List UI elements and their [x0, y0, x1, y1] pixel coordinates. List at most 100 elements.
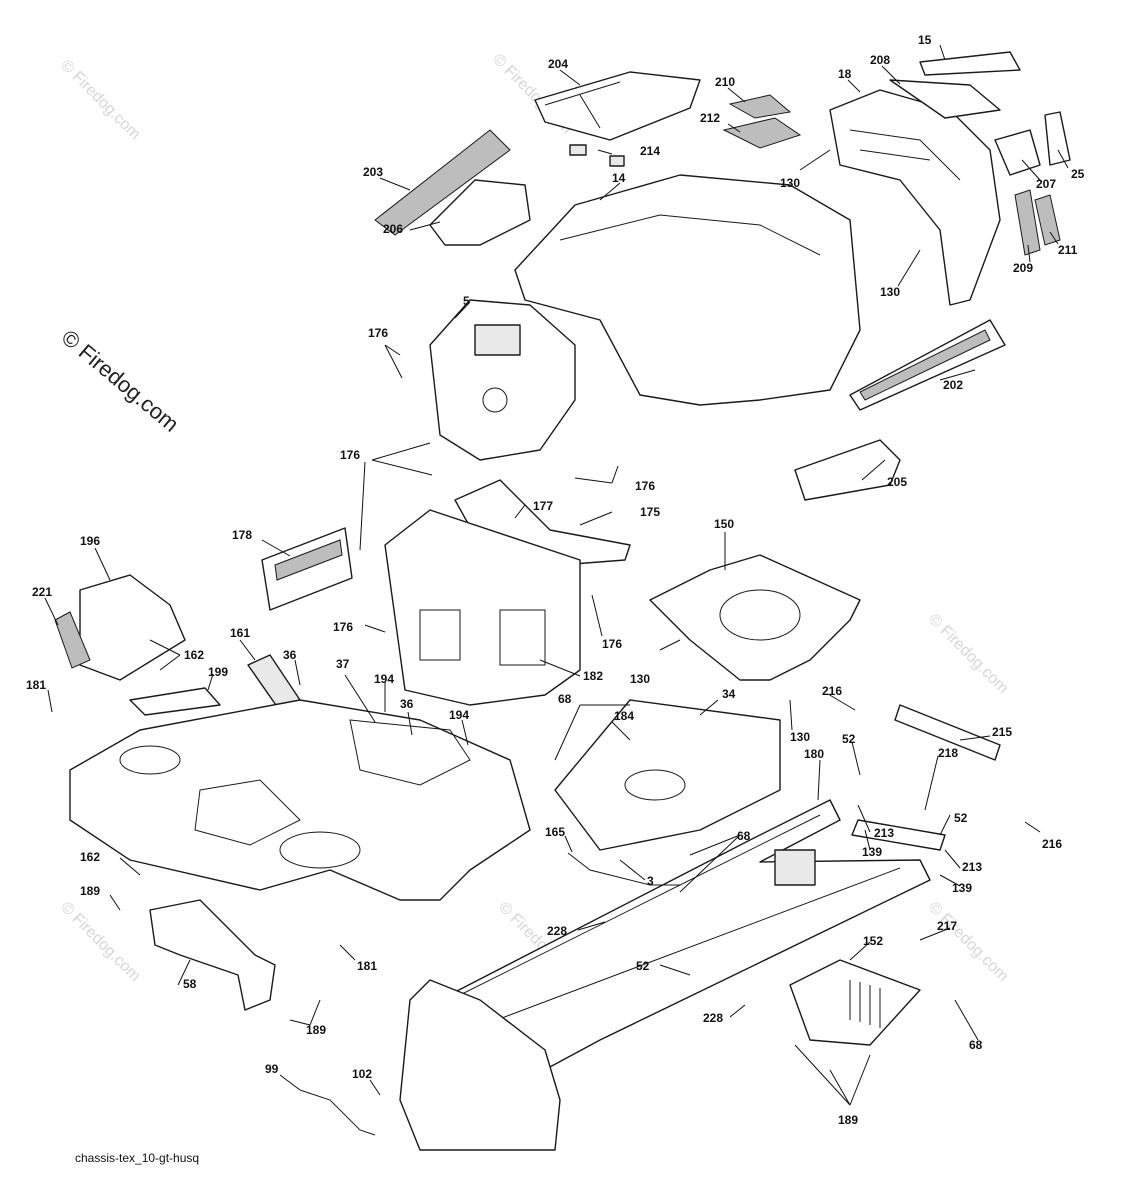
part-99-rod	[299, 1089, 376, 1136]
part-152-plate	[789, 959, 921, 1046]
part-label: 52	[842, 732, 856, 746]
part-label: 207	[1036, 177, 1056, 191]
part-label: 176	[602, 637, 622, 651]
part-label: 228	[547, 924, 567, 938]
part-label: 175	[640, 505, 660, 519]
part-label: 34	[722, 687, 736, 701]
part-label: 130	[630, 672, 650, 686]
part-15-strip	[919, 51, 1021, 76]
part-label: 228	[703, 1011, 723, 1025]
part-label: 36	[400, 697, 414, 711]
diagram-caption: chassis-tex_10-gt-husq	[75, 1151, 199, 1165]
part-label: 161	[230, 626, 250, 640]
part-214-latch	[609, 155, 625, 167]
part-label: 102	[352, 1067, 372, 1081]
part-199-plate	[129, 687, 221, 716]
part-37-fender-deck	[69, 699, 531, 901]
part-34-mount-plate	[554, 699, 781, 851]
part-209-grille	[1014, 189, 1041, 256]
part-label: 68	[737, 829, 751, 843]
part-label: 189	[838, 1113, 858, 1127]
part-label: 176	[635, 479, 655, 493]
part-label: 15	[918, 33, 932, 47]
part-label: 130	[880, 285, 900, 299]
part-label: 212	[700, 111, 720, 125]
part-label: 209	[1013, 261, 1033, 275]
part-210-grille	[728, 94, 792, 119]
part-14-hood	[514, 174, 861, 406]
part-label: 218	[938, 746, 958, 760]
watermark-text: © Firedog.com	[925, 611, 1011, 697]
part-label: 205	[887, 475, 907, 489]
part-label: 165	[545, 825, 565, 839]
part-frame-front-plate	[399, 979, 561, 1151]
part-211-grille	[1034, 194, 1061, 246]
part-58-bracket	[149, 899, 276, 1011]
part-label: 215	[992, 725, 1012, 739]
part-label: 68	[969, 1038, 983, 1052]
part-208-trim	[889, 79, 1001, 119]
part-165-rod	[567, 852, 680, 886]
part-label: 162	[80, 850, 100, 864]
part-label: 213	[962, 860, 982, 874]
part-label: 162	[184, 648, 204, 662]
part-label: 130	[780, 176, 800, 190]
part-label: 199	[208, 665, 228, 679]
part-label: 181	[26, 678, 46, 692]
part-label: 194	[449, 708, 469, 722]
part-label: 184	[614, 709, 634, 723]
part-label: 178	[232, 528, 252, 542]
part-label: 196	[80, 534, 100, 548]
part-label: 189	[80, 884, 100, 898]
part-221-pad	[54, 611, 91, 669]
part-label: 68	[558, 692, 572, 706]
part-label: 18	[838, 67, 852, 81]
part-label: 52	[636, 959, 650, 973]
leader-lines	[44, 44, 1069, 1106]
parts-artwork	[54, 51, 1071, 1151]
part-label: 208	[870, 53, 890, 67]
part-label: 189	[306, 1023, 326, 1037]
part-25-cover	[1044, 111, 1071, 166]
part-label: 176	[333, 620, 353, 634]
part-204-cover	[534, 71, 701, 141]
part-label: 3	[647, 874, 654, 888]
part-18-side-panel	[829, 89, 1001, 306]
part-label: 176	[368, 326, 388, 340]
watermark-text: © Firedog.com	[925, 899, 1011, 985]
part-label: 213	[874, 826, 894, 840]
part-label: 152	[863, 934, 883, 948]
part-5-dash-panel	[429, 299, 576, 461]
watermark-text: © Firedog.com	[57, 899, 143, 985]
part-label: 180	[804, 747, 824, 761]
part-206-bracket	[429, 179, 531, 246]
part-label: 139	[952, 881, 972, 895]
part-212-grille	[722, 117, 802, 149]
part-label: 176	[340, 448, 360, 462]
part-label: 99	[265, 1062, 279, 1076]
part-207-lamp	[994, 129, 1041, 176]
part-label: 206	[383, 222, 403, 236]
part-215-brace	[894, 704, 1001, 761]
part-label: 150	[714, 517, 734, 531]
watermark-text: © Firedog.com	[57, 57, 143, 143]
part-label: 216	[1042, 837, 1062, 851]
part-label: 217	[937, 919, 957, 933]
part-labels: 15 204 210 18 208 212 214 203 14 130 207…	[26, 33, 1085, 1127]
part-label: 214	[640, 144, 660, 158]
part-label: 221	[32, 585, 52, 599]
part-label: 194	[374, 672, 394, 686]
part-label: 37	[336, 657, 350, 671]
part-label: 210	[715, 75, 735, 89]
part-182-pedestal	[384, 509, 581, 706]
part-label: 58	[183, 977, 197, 991]
part-label: 204	[548, 57, 568, 71]
part-label: 25	[1071, 167, 1085, 181]
part-150-fender-tub	[649, 554, 861, 681]
part-label: 14	[612, 171, 626, 185]
part-label: 211	[1058, 243, 1078, 257]
part-label: 130	[790, 730, 810, 744]
part-label: 52	[954, 811, 968, 825]
